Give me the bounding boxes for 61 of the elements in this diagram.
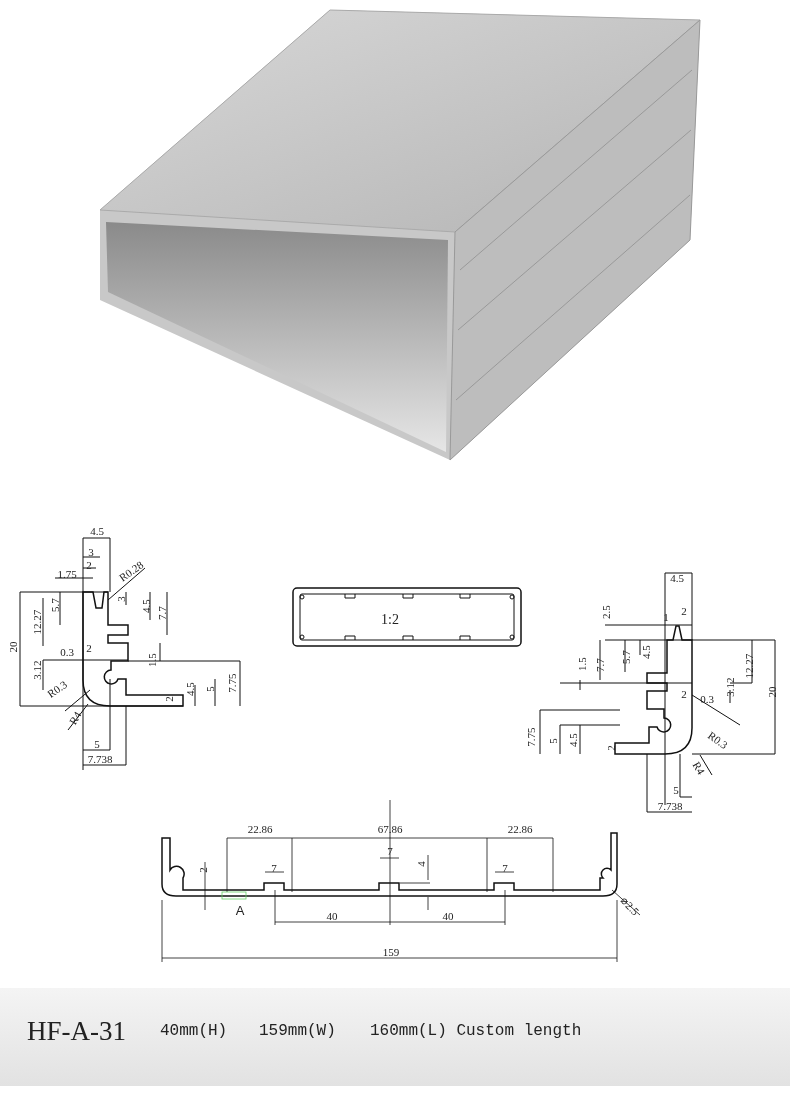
dimension-label: 7.75 bbox=[226, 673, 238, 693]
dimension-label: 7.7 bbox=[594, 658, 606, 672]
dimension-label: 20 bbox=[766, 686, 778, 698]
dimension-label: 3.12 bbox=[724, 677, 736, 697]
dimension-label: ⌀2.5 bbox=[618, 894, 642, 918]
model-number: HF-A-31 bbox=[27, 1016, 126, 1047]
dimension-label: 7 bbox=[502, 862, 508, 874]
dimension-label: 7 bbox=[271, 862, 277, 874]
dimension-label: 5 bbox=[673, 784, 679, 796]
dimension-label: 4.5 bbox=[90, 525, 104, 537]
dimension-label: 5 bbox=[204, 686, 216, 692]
spec-text: 160mm(L) Custom length bbox=[370, 1022, 582, 1040]
dimension-label: 0.3 bbox=[60, 646, 74, 658]
dimension-label: 159 bbox=[382, 946, 400, 958]
dimension-label: 5 bbox=[94, 738, 100, 750]
dimension-label: 2 bbox=[681, 688, 687, 700]
dimension-label: 2.5 bbox=[600, 605, 612, 619]
dimension-label: 7.738 bbox=[87, 753, 113, 765]
dimension-label: 7.738 bbox=[657, 800, 683, 812]
dimension-label: R4 bbox=[66, 709, 84, 727]
dimension-label: R0.3 bbox=[705, 729, 731, 751]
dimension-label: 1.5 bbox=[576, 657, 588, 671]
dimension-label: 2 bbox=[197, 867, 209, 873]
dimension-label: 7.7 bbox=[156, 606, 168, 620]
dimension-label: 7 bbox=[387, 845, 393, 857]
dimension-label: R4 bbox=[690, 759, 708, 777]
dimension-label: 4.5 bbox=[670, 572, 684, 584]
dimension-label: 2 bbox=[605, 745, 617, 751]
dimension-label: 67.86 bbox=[377, 823, 403, 835]
dimension-label: 20 bbox=[7, 641, 19, 653]
dimension-label: 4.5 bbox=[184, 682, 196, 696]
dimension-label: 40 bbox=[442, 910, 454, 922]
dimension-label: 40 bbox=[326, 910, 338, 922]
dimension-label: 5.7 bbox=[49, 598, 61, 612]
dimension-label: 7.75 bbox=[525, 727, 537, 747]
scale-label: 1:2 bbox=[381, 614, 399, 626]
dimension-label: 4.5 bbox=[140, 599, 152, 613]
dimension-label: 3 bbox=[88, 546, 94, 558]
dimension-label: 22.86 bbox=[247, 823, 273, 835]
dimension-label: 5 bbox=[547, 738, 559, 744]
dimension-label: 2 bbox=[163, 696, 175, 702]
dimension-label: 1.5 bbox=[146, 653, 158, 667]
dimension-label: 0.3 bbox=[700, 693, 714, 705]
dimension-label: 12.27 bbox=[743, 653, 755, 679]
dimension-label: R0.3 bbox=[44, 678, 70, 700]
dimension-label: 3.12 bbox=[31, 660, 43, 680]
detail-label: A bbox=[235, 905, 245, 917]
dimension-label: 1 bbox=[663, 611, 669, 623]
spec-text: 159mm(W) bbox=[259, 1022, 336, 1040]
dimension-label: 4 bbox=[415, 861, 427, 867]
dimension-label: 2 bbox=[681, 605, 687, 617]
dimension-label: 1.75 bbox=[57, 568, 77, 580]
dimension-label: 2 bbox=[86, 642, 92, 654]
dimension-label: 2 bbox=[86, 559, 92, 571]
dimension-label: 5.7 bbox=[620, 650, 632, 664]
dimension-label: 4.5 bbox=[640, 645, 652, 659]
dimension-label: 3 bbox=[115, 596, 127, 602]
spec-text: 40mm(H) bbox=[160, 1022, 228, 1040]
dimension-label: 22.86 bbox=[507, 823, 533, 835]
dimension-label: 4.5 bbox=[567, 733, 579, 747]
dimension-label: 12.27 bbox=[31, 609, 43, 635]
